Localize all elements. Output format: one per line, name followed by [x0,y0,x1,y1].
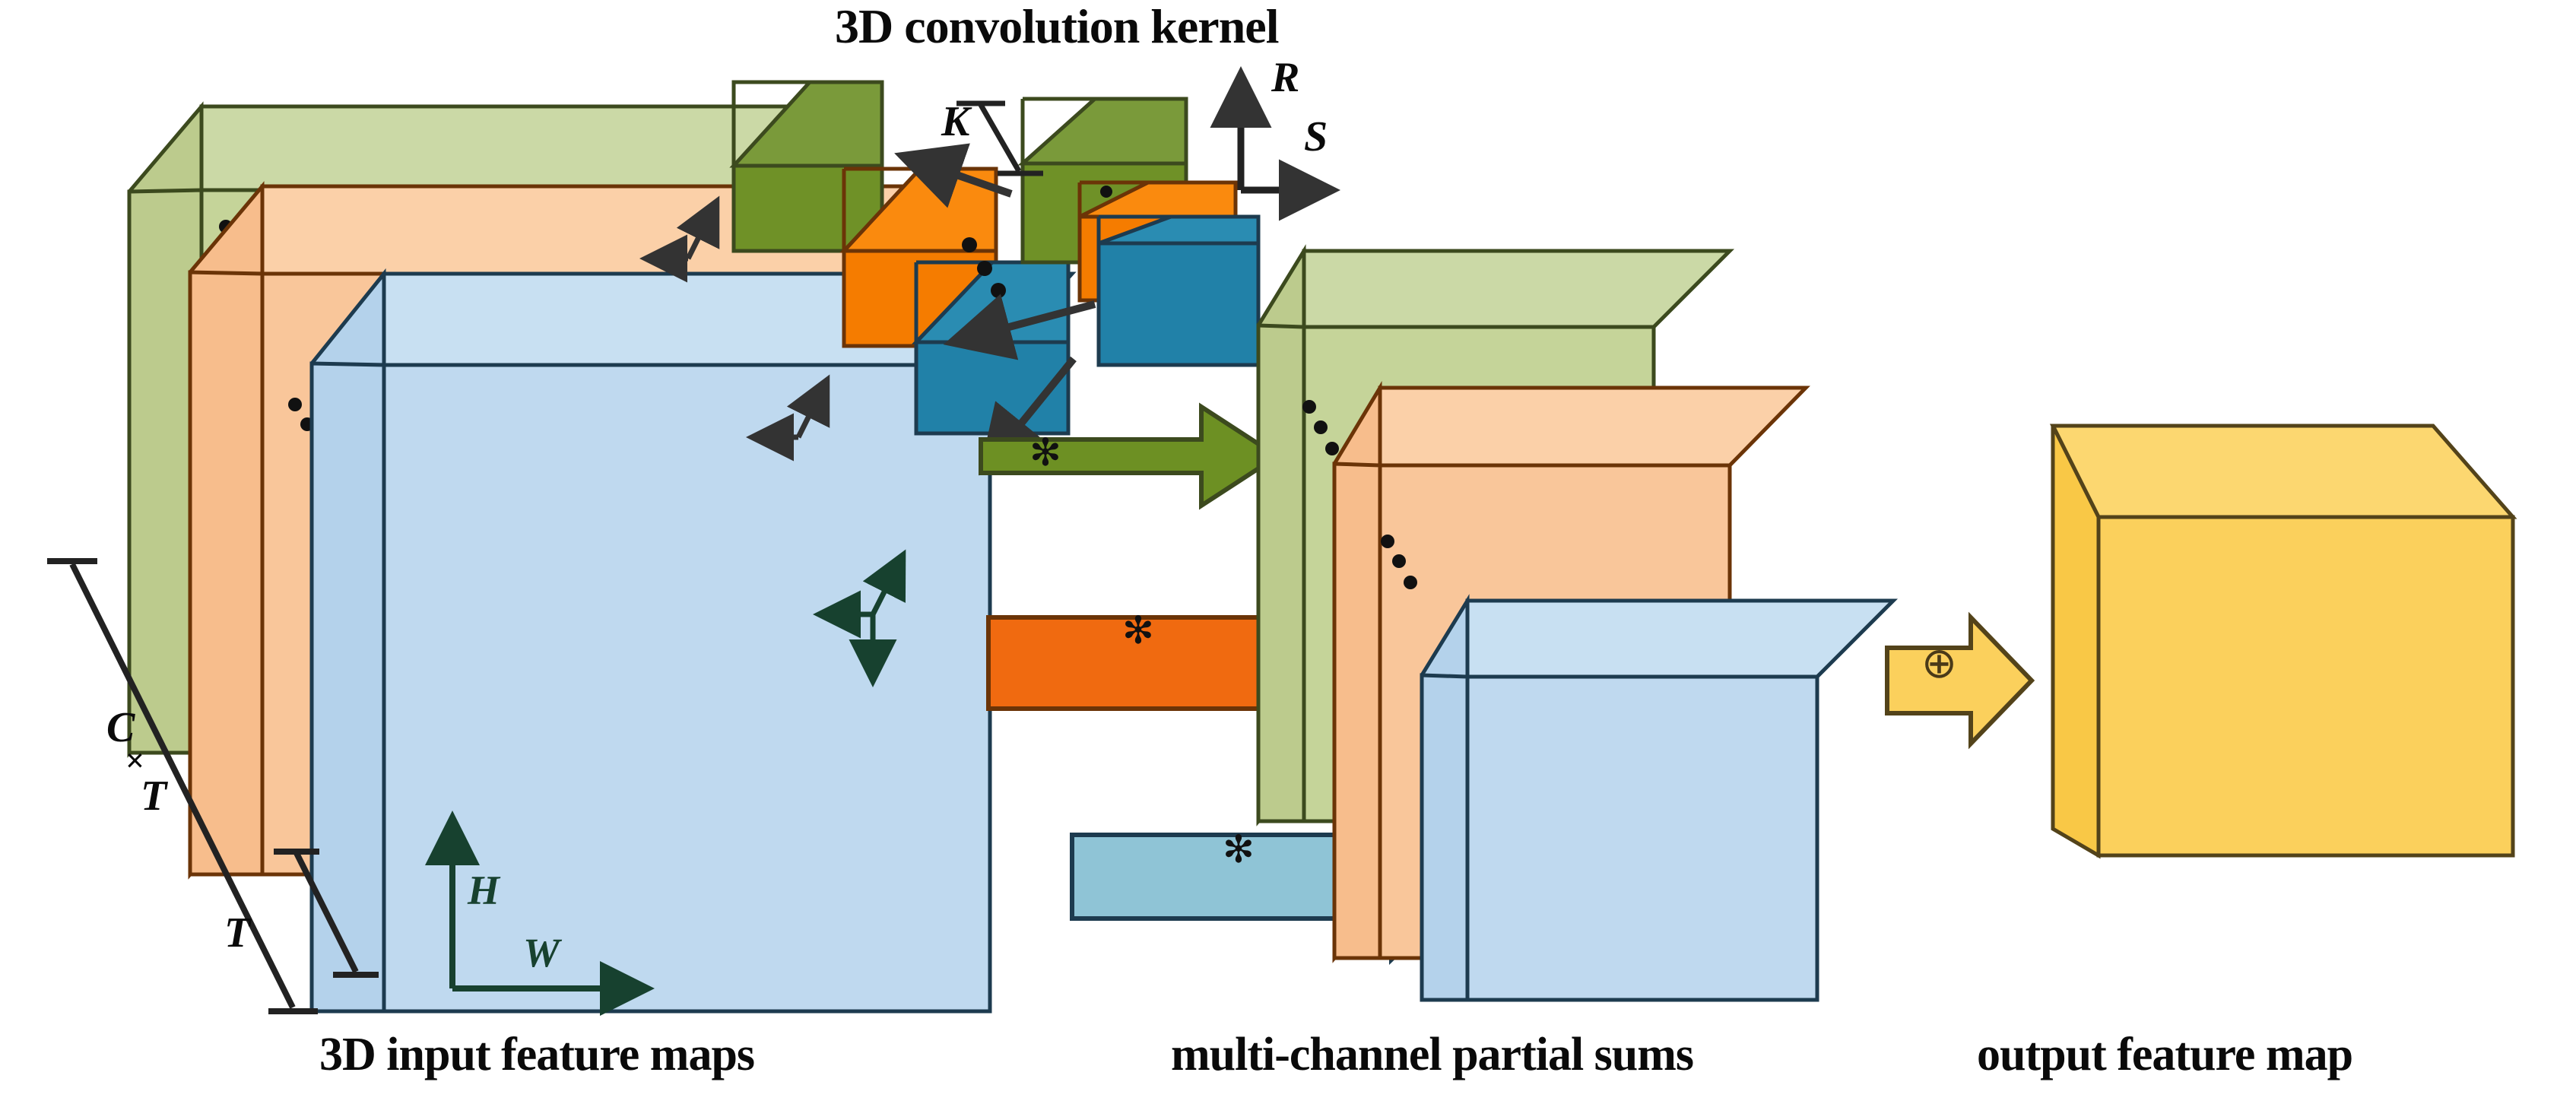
accumulate-icon: ⊕ [1921,640,1957,687]
page-title: 3D convolution kernel [835,0,1279,53]
label-kernel-width-S: S [1304,113,1328,160]
convolution-icon-blue: ✻ [1223,828,1255,871]
slide-arrows-blue [813,549,906,687]
conv-arrow-green [979,402,1282,510]
bracket-time [274,849,379,978]
bracket-channels-time [47,558,318,1014]
convolution-icon-green: ✻ [1029,431,1061,474]
label-time-bracket-T: T [224,909,251,957]
caption-partial-sums: multi-channel partial sums [1171,1029,1694,1080]
input-map-blue [309,268,1077,1014]
kernel-cube-blue [1096,214,1261,367]
axes-h-w [425,811,655,1016]
accumulate-arrow [1885,611,2035,750]
label-map-width-W: W [523,930,560,976]
partial-sum-blue [1420,594,1899,1002]
label-channels-C: C [106,704,135,751]
caption-output-feature-map: output feature map [1977,1029,2353,1080]
caption-input-feature-maps: 3D input feature maps [319,1029,755,1080]
output-feature-map [2049,424,2517,859]
label-times-symbol: × [125,742,145,779]
ellipsis-dots-green-partial [1302,400,1339,455]
ellipsis-dots-orange-partial [1381,535,1417,589]
bracket-kernel-depth [956,100,1043,176]
slide-arrows-green [639,195,720,283]
label-map-height-H: H [468,868,500,913]
convolution-icon-orange: ✻ [1122,609,1154,652]
axes-r-s [1210,66,1340,221]
label-time-T: T [141,773,167,820]
label-kernel-height-R: R [1271,54,1300,101]
slide-arrows-orange [746,374,830,462]
label-kernel-depth-K: K [941,98,970,145]
